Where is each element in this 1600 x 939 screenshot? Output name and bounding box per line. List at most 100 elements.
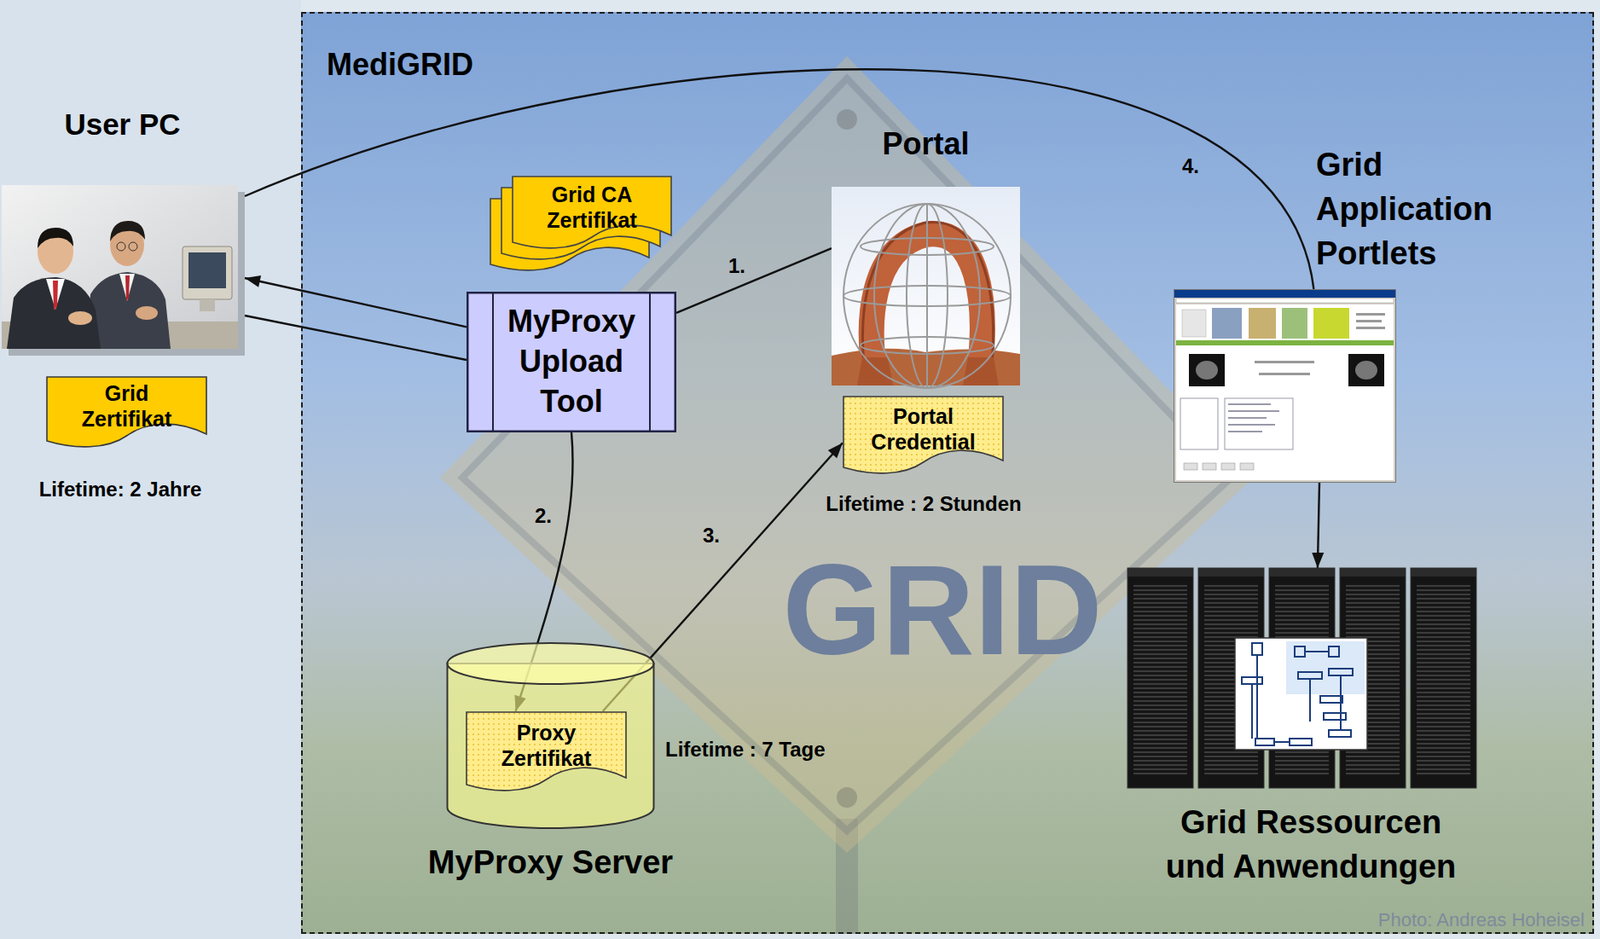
illustration-part [1289,738,1312,746]
illustration-part [1133,583,1188,777]
illustration-part [1228,423,1276,426]
illustration-part [1174,289,1396,298]
illustration-part [1211,307,1242,339]
sky-ground [301,11,1595,934]
illustration-part [1355,360,1378,380]
illustration-part [1258,372,1311,376]
illustration-part [492,292,494,432]
connector-line [244,69,1314,290]
illustration-part [86,272,171,349]
illustration-part [926,203,928,389]
connector-line [244,315,467,360]
illustration-part [1323,713,1346,720]
left-panel [0,0,302,939]
illustration-part [1328,646,1340,657]
node-label: Proxy Zertifikat [486,719,607,772]
illustration-part [188,252,227,289]
step-number: 1. [728,254,746,279]
node-heading: MediGRID [326,46,600,83]
illustration-part [843,203,1011,389]
illustration-part [1269,568,1335,577]
illustration-part [46,278,65,310]
illustration-part [1240,463,1254,470]
lifetime-note: Lifetime : 2 Stunden [787,492,1061,517]
illustration-part [119,273,135,302]
illustration-part [1182,309,1206,337]
illustration-part [1320,695,1343,703]
user-pc-photo-art [1,185,245,356]
illustration-part [1228,430,1263,433]
sign-watermark: GRID [771,545,1114,674]
node-label: MyProxy Upload Tool [492,301,650,422]
illustration-part [1410,568,1477,789]
illustration-part [1294,646,1305,657]
illustration-part [128,242,138,251]
illustration-part [1176,304,1394,481]
illustration-part [135,306,158,320]
node-heading: Grid Application Portlets [1315,142,1530,276]
illustration-part [1195,360,1218,380]
illustration-part [962,357,999,386]
illustration-part [1180,398,1218,450]
illustration-part [1176,340,1394,346]
connector [244,69,1314,290]
illustration-part [37,227,74,249]
illustration-part [52,280,58,311]
illustration-part [1176,298,1394,303]
illustration-part [1348,353,1385,387]
illustration-part [125,275,130,302]
illustration-part [1202,463,1217,470]
illustration-part [1198,568,1264,789]
certificate-doc: Grid Zertifikat [46,376,208,448]
illustration-part [1410,568,1477,577]
illustration-part [447,643,655,685]
illustration-part [199,299,215,312]
connector [676,248,832,314]
illustration-part [1198,568,1264,577]
illustration-part [1274,741,1290,743]
illustration-part [467,292,676,432]
illustration-part [857,357,893,386]
illustration-part [1309,678,1311,722]
illustration-part [68,311,93,325]
illustration-part [1174,289,1397,483]
illustration-part [874,203,980,389]
illustration-part [1228,410,1280,412]
illustration-part [1224,398,1293,450]
portal-image: Portal [831,186,1021,386]
illustration-part [1339,568,1406,577]
illustration-part [1252,643,1263,656]
illustration-part [1248,307,1276,339]
illustration-part [843,396,1003,474]
photo-credit: Photo: Andreas Hoheisel [1313,909,1585,932]
illustration-part [1251,684,1253,739]
arrowhead [1311,552,1324,569]
illustration-part [1254,360,1315,364]
illustration-part [1416,583,1471,777]
lifetime-note: Lifetime: 2 Jahre [8,477,232,503]
illustration-part [110,220,145,242]
sign-rim [462,78,1232,831]
node-label: Portal Credential [859,403,988,455]
illustration-part [1,185,238,349]
illustration-part [1356,326,1386,330]
server-racks: Grid Ressourcen und Anwendungen [1127,568,1477,789]
illustration-part [1313,307,1350,339]
arrowhead [244,275,261,288]
step-number: 3. [702,523,720,549]
illustration-part [46,376,207,447]
illustration-part [1241,643,1353,746]
illustration-part [1281,307,1308,339]
medigrid-boundary: MediGRID Grid CA ZertifikatMyProxy Upload… [301,11,1595,934]
sign-plate [440,56,1254,853]
illustration-part [466,712,627,791]
illustration-part [1241,677,1263,685]
connector [1311,482,1324,569]
connector [244,275,467,327]
node-label: Grid Zertifikat [67,380,187,432]
illustration-part [116,242,126,251]
illustration-part [1228,403,1271,406]
ca-certificate-stack: Grid CA Zertifikat [489,175,674,272]
illustration-part [1356,319,1382,323]
illustration-part [1183,463,1198,470]
